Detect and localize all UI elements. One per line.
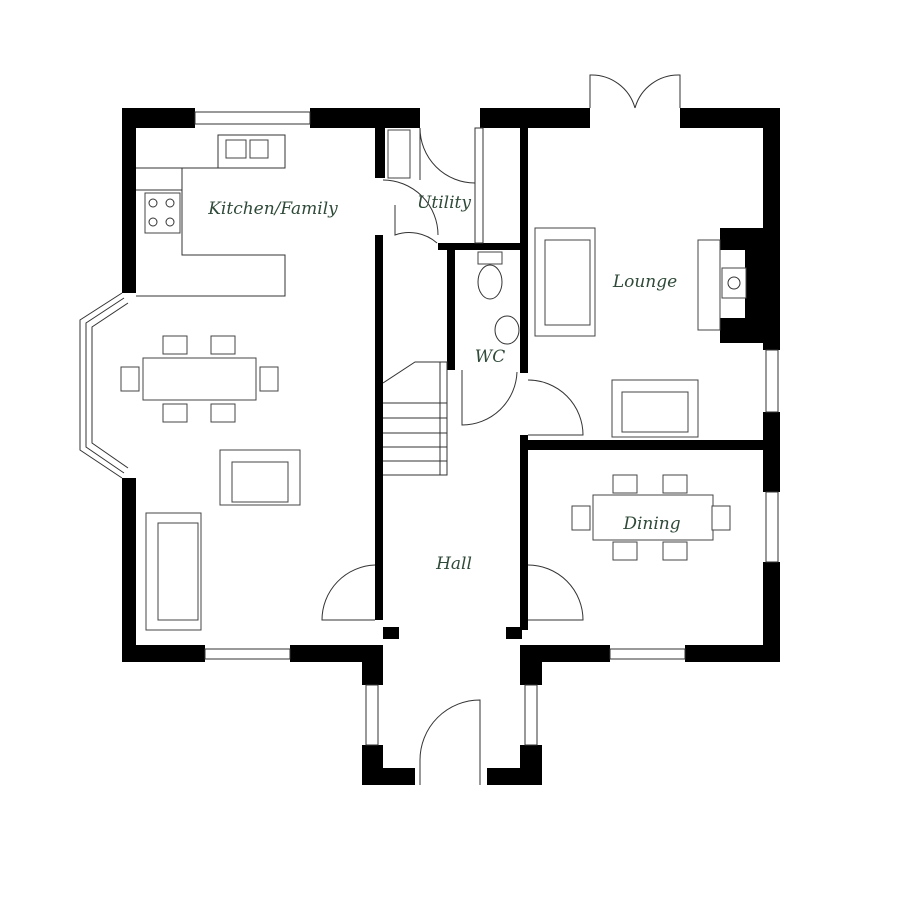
windows	[79, 111, 779, 746]
walls	[122, 108, 780, 785]
room-label-utility: Utility	[417, 193, 471, 213]
doors	[321, 74, 681, 785]
room-label-dining: Dining	[622, 514, 680, 534]
room-label-wc: WC	[475, 347, 505, 367]
room-label-kitchen: Kitchen/Family	[207, 199, 338, 219]
furniture	[120, 227, 747, 631]
room-label-hall: Hall	[435, 554, 472, 574]
room-label-lounge: Lounge	[612, 272, 677, 292]
kitchen-units	[136, 129, 411, 297]
